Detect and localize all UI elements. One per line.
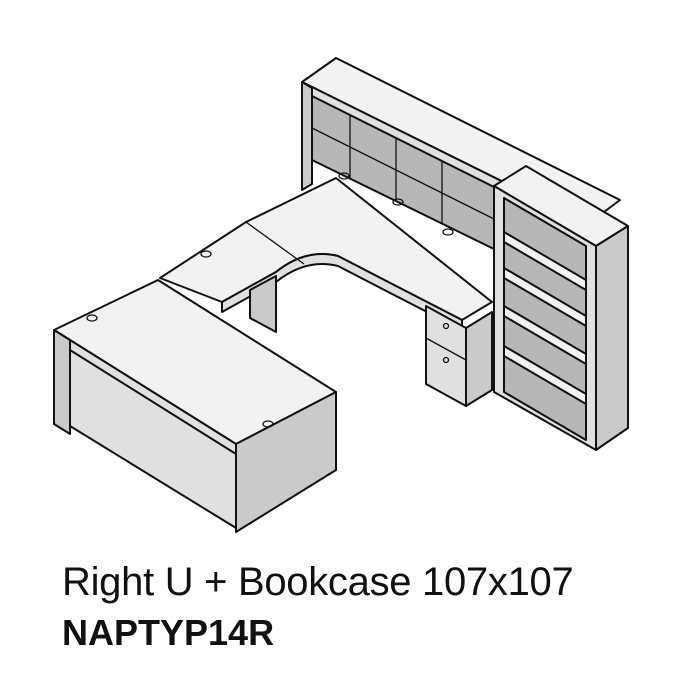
drawer-split xyxy=(425,337,467,361)
bookcase-shelf-2 xyxy=(503,267,587,327)
desk-left-end xyxy=(53,329,71,435)
desk-right-end xyxy=(235,391,337,533)
hutch-left-end xyxy=(301,81,313,191)
bridge-seam-1 xyxy=(245,221,305,265)
grommet-3 xyxy=(392,198,404,206)
bookcase-shelf-3 xyxy=(503,305,587,365)
drawer-handle-2 xyxy=(442,356,450,364)
hutch-shelf xyxy=(311,127,497,221)
furniture-illustration xyxy=(53,57,629,533)
bookcase-shelf-1 xyxy=(503,231,587,291)
grommet-1 xyxy=(200,250,212,258)
drawer-handle-1 xyxy=(442,322,450,330)
model-number: NAPTYP14R xyxy=(62,612,275,653)
bridge-support xyxy=(249,275,277,333)
main-desk xyxy=(53,279,337,533)
product-title: Right U + Bookcase 107x107 xyxy=(62,560,574,604)
grommet-4 xyxy=(442,228,454,236)
grommet-5 xyxy=(86,314,98,322)
pedestal-side xyxy=(465,311,493,407)
bookcase-side xyxy=(595,225,629,451)
grommet-6 xyxy=(262,420,274,428)
grommet-2 xyxy=(338,172,350,180)
bookcase-shelf-4 xyxy=(503,345,587,405)
bookcase-interior xyxy=(503,197,587,441)
pedestal xyxy=(425,305,493,407)
bookcase xyxy=(493,165,629,451)
